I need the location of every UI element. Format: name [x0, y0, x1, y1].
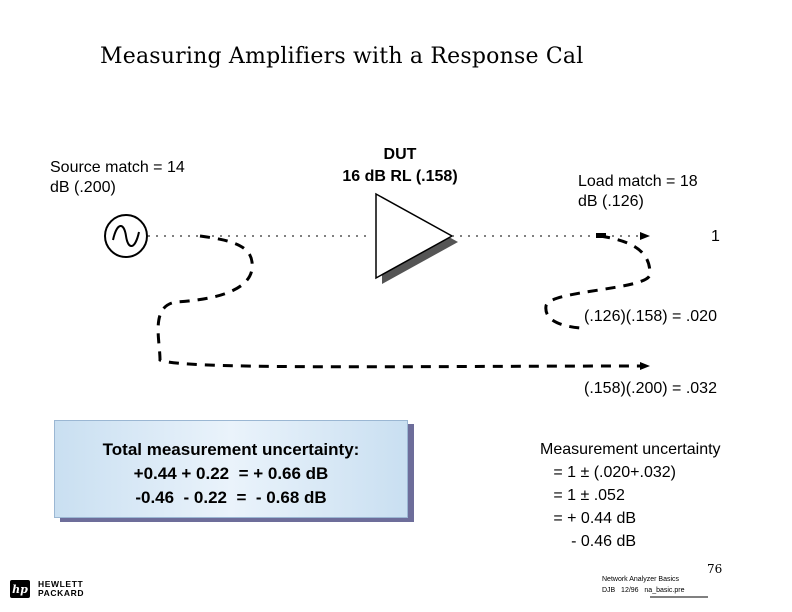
- source-icon: [104, 214, 148, 258]
- dut-return-loss: 16 dB RL (.158): [342, 168, 458, 185]
- output-arrowhead: [640, 232, 650, 240]
- measurement-uncertainty-text: Measurement uncertainty = 1 ± (.020+.032…: [540, 441, 721, 550]
- total-uncertainty-upper: +0.44 + 0.22 = + 0.66 dB: [133, 464, 329, 483]
- incident-signal-label: 1: [711, 228, 720, 245]
- reflection-path: [156, 234, 641, 369]
- hp-logo-text: HEWLETT PACKARD: [38, 580, 84, 598]
- total-uncertainty-heading: Total measurement uncertainty:: [102, 440, 360, 459]
- dut-title: DUT: [383, 146, 417, 163]
- footer-text: Network Analyzer Basics DJB 12/96 na_bas…: [602, 576, 685, 594]
- footer-underline: [650, 596, 708, 598]
- source-match-label: Source match = 14 dB (.200): [50, 159, 185, 196]
- slide-title: Measuring Amplifiers with a Response Cal: [100, 44, 584, 69]
- hp-logo-line2: PACKARD: [38, 588, 85, 598]
- dut-label: DUT 16 dB RL (.158): [330, 144, 470, 188]
- page-number: 76: [707, 562, 723, 576]
- svg-text:hp: hp: [12, 583, 28, 596]
- source-reflection-calc: (.158)(.200) = .032: [584, 380, 717, 397]
- hp-logo-line1: HEWLETT: [38, 579, 84, 589]
- total-uncertainty-lower: -0.46 - 0.22 = - 0.68 dB: [135, 488, 327, 507]
- hp-logo-icon: hp: [10, 580, 30, 598]
- load-reflection-path: [544, 234, 652, 330]
- load-reflection-calc: (.126)(.158) = .020: [584, 308, 717, 325]
- amplifier-icon: [375, 192, 454, 280]
- total-uncertainty-box: [54, 420, 408, 518]
- reflection-arrowhead: [640, 362, 650, 370]
- total-uncertainty-text: Total measurement uncertainty: +0.44 + 0…: [54, 438, 408, 510]
- load-match-label: Load match = 18 dB (.126): [578, 173, 698, 210]
